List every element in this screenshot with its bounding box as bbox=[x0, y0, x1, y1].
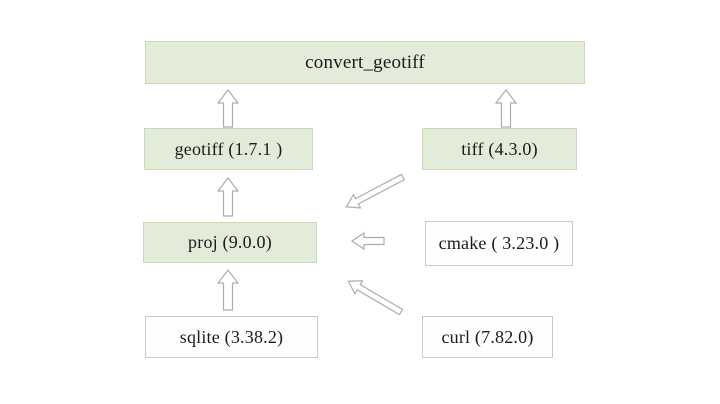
node-convert-geotiff: convert_geotiff bbox=[145, 41, 585, 84]
arrow-curl-to-proj-icon bbox=[347, 280, 404, 316]
arrow-proj-to-geotiff-icon bbox=[216, 177, 240, 217]
arrow-geotiff-to-convert-icon bbox=[216, 89, 240, 128]
node-tiff: tiff (4.3.0) bbox=[422, 128, 577, 170]
arrow-sqlite-to-proj-icon bbox=[216, 269, 240, 311]
arrow-tiff-to-convert-icon bbox=[494, 89, 518, 128]
node-curl: curl (7.82.0) bbox=[422, 316, 553, 358]
arrow-cmake-to-proj-icon bbox=[350, 231, 385, 251]
arrow-tiff-to-proj-icon bbox=[345, 173, 406, 209]
node-sqlite: sqlite (3.38.2) bbox=[145, 316, 318, 358]
node-proj: proj (9.0.0) bbox=[143, 222, 317, 263]
node-geotiff: geotiff (1.7.1 ) bbox=[144, 128, 313, 170]
node-cmake: cmake ( 3.23.0 ) bbox=[425, 221, 573, 266]
